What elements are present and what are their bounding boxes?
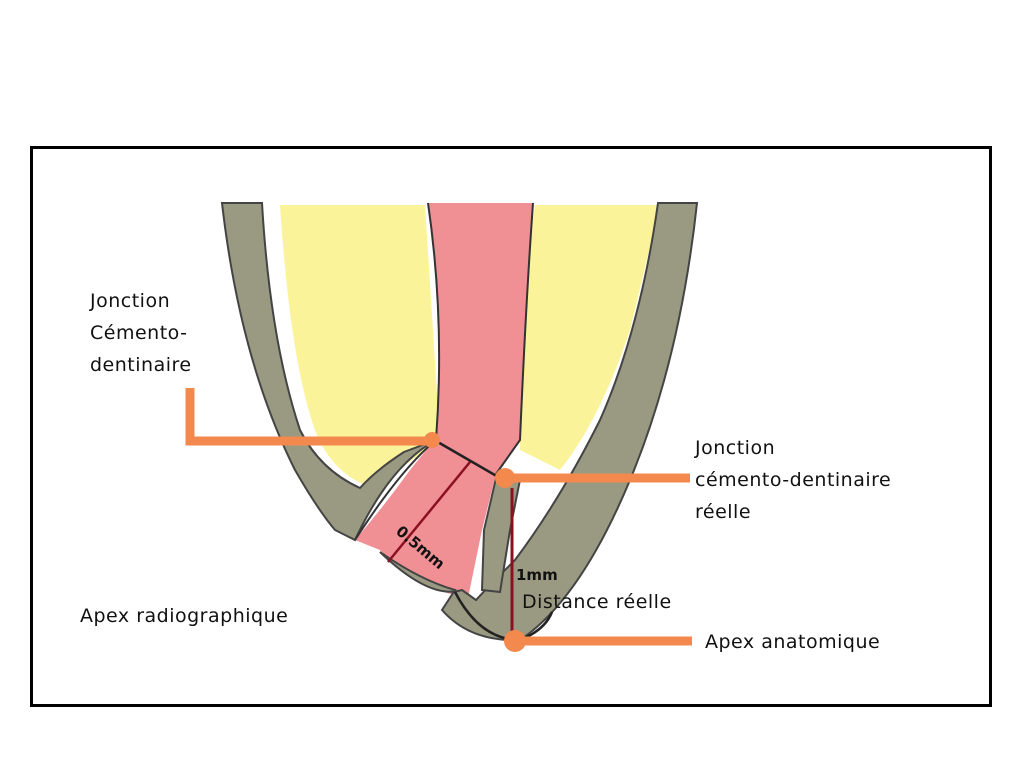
label-jcd-left-line1: Jonction: [90, 290, 171, 312]
label-1mm: 1mm: [516, 566, 558, 584]
label-apex-anatomique: Apex anatomique: [705, 631, 881, 653]
pointer-jcd-left: [185, 388, 430, 446]
measure-line-05: [387, 461, 471, 563]
label-jcd-left: Jonction Cémento- dentinaire: [90, 285, 192, 381]
dentin-wall-right: [379, 202, 699, 642]
label-apex-radiographique: Apex radiographique: [80, 605, 289, 627]
canal-outline-left: [354, 202, 441, 541]
yellow-tissue-right: [520, 205, 660, 470]
label-jcd-left-line2: Cémento-: [90, 322, 188, 344]
label-jcd-right: Jonction cémento-dentinaire réelle: [695, 432, 891, 528]
label-jcd-left-line3: dentinaire: [90, 354, 192, 376]
canal-outline-right: [495, 202, 534, 475]
cdj-line: [435, 439, 501, 480]
pointer-dot-jcd-left: [424, 432, 440, 448]
pointer-dot-apex-anat: [504, 630, 526, 652]
root-canal: [355, 203, 533, 598]
label-jcd-right-line1: Jonction: [695, 437, 776, 459]
label-distance-reelle: Distance réelle: [522, 591, 672, 613]
label-jcd-right-line2: cémento-dentinaire: [695, 469, 892, 491]
yellow-tissue-left: [280, 205, 440, 485]
label-jcd-right-line3: réelle: [695, 501, 752, 523]
pointer-dot-jcd-right: [495, 468, 515, 488]
